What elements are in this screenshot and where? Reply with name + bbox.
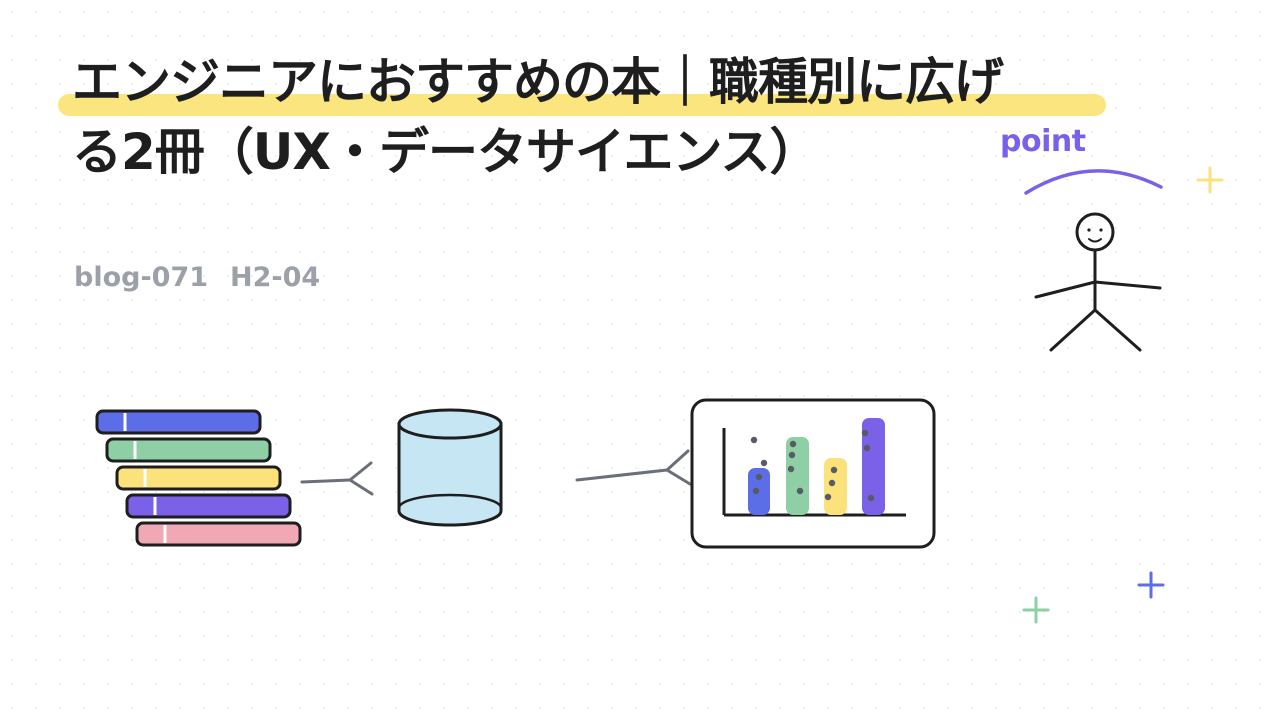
arrow-connector-1 [300,461,374,496]
page-title-line-2: る2冊（UX・データサイエンス） [72,123,819,181]
title-highlight [58,94,1106,116]
page-title-line-1: エンジニアにおすすめの本｜職種別に広げ [72,53,1004,111]
database-cylinder-icon [397,408,503,527]
blog-id-label: blog-071 [74,262,209,293]
title-block: エンジニアにおすすめの本｜職種別に広げ る2冊（UX・データサイエンス） [0,0,1280,220]
stick-figure-icon [1024,169,1163,352]
plus-sparkle-icon [1022,166,1224,624]
point-label: point [1000,124,1086,159]
meta-tags: blog-071 H2-04 [74,262,320,293]
section-label: H2-04 [230,262,321,293]
arrow-connector-2 [575,449,692,486]
bar-chart-icon [690,398,936,549]
book-stack-icon [95,409,302,547]
